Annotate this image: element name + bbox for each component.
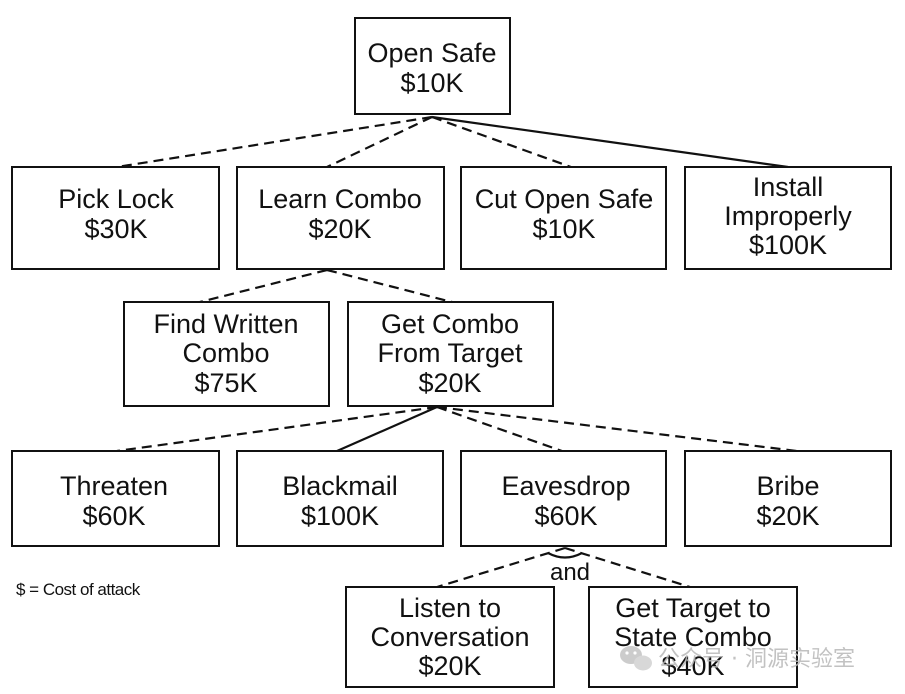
edge-get-combo-bribe (436, 405, 798, 453)
node-eavesdrop: Eavesdrop $60K (460, 450, 667, 547)
edge-open-safe-learn-combo (326, 116, 433, 168)
node-label: Get Combo (381, 309, 519, 339)
edge-open-safe-pick-lock (116, 115, 433, 169)
node-cost: $10K (400, 68, 463, 98)
node-get-target-to-state-combo: Get Target to State Combo $40K (588, 586, 798, 688)
node-cost: $100K (301, 501, 379, 531)
node-cost: $60K (82, 501, 145, 531)
node-cost: $30K (84, 214, 147, 244)
edge-open-safe-cut-open-safe (431, 115, 572, 169)
node-bribe: Bribe $20K (684, 450, 892, 547)
edge-get-combo-blackmail (336, 405, 438, 453)
node-label: State Combo (614, 622, 772, 652)
node-label: Get Target to (615, 593, 771, 623)
node-blackmail: Blackmail $100K (236, 450, 444, 547)
node-cost: $20K (756, 501, 819, 531)
node-label: Conversation (370, 622, 529, 652)
node-label: Combo (182, 338, 269, 368)
node-label: Improperly (724, 201, 852, 231)
node-label: Install (753, 172, 824, 202)
node-install-improperly: Install Improperly $100K (684, 166, 892, 270)
node-cost: $10K (532, 214, 595, 244)
edge-eavesdrop-get-target (564, 546, 691, 589)
edge-learn-combo-get-combo (326, 268, 453, 304)
edges (116, 115, 798, 589)
wechat-icon (620, 646, 652, 671)
node-get-combo-from-target: Get Combo From Target $20K (347, 301, 554, 407)
node-label: Open Safe (367, 38, 496, 68)
edge-learn-combo-find-written (199, 268, 328, 304)
and-arc (547, 552, 583, 559)
edge-open-safe-install-improperly (431, 115, 789, 169)
node-cost: $20K (418, 651, 481, 681)
node-threaten: Threaten $60K (11, 450, 220, 547)
edge-eavesdrop-listen (436, 546, 566, 589)
node-open-safe: Open Safe $10K (354, 17, 511, 115)
node-label: Bribe (756, 471, 819, 501)
node-cost: $40K (661, 651, 724, 681)
node-label: Learn Combo (258, 184, 422, 214)
node-cost: $20K (418, 368, 481, 398)
edge-get-combo-threaten (116, 405, 438, 453)
node-cost: $75K (194, 368, 257, 398)
node-label: Cut Open Safe (475, 184, 654, 214)
node-cut-open-safe: Cut Open Safe $10K (460, 166, 667, 270)
node-label: Eavesdrop (501, 471, 630, 501)
edge-get-combo-eavesdrop (436, 405, 563, 453)
node-cost: $20K (308, 214, 371, 244)
node-find-written-combo: Find Written Combo $75K (123, 301, 330, 407)
node-label: Threaten (60, 471, 168, 501)
node-label: Pick Lock (58, 184, 174, 214)
and-label: and (550, 559, 590, 586)
watermark-text: 公众号 · 洞源实验室 (658, 647, 855, 672)
node-label: Find Written (153, 309, 298, 339)
node-cost: $100K (749, 230, 827, 260)
node-label: Listen to (399, 593, 501, 623)
node-pick-lock: Pick Lock $30K (11, 166, 220, 270)
node-learn-combo: Learn Combo $20K (236, 166, 445, 270)
node-label: From Target (377, 338, 523, 368)
node-label: Blackmail (282, 471, 398, 501)
watermark: 公众号 · 洞源实验室 (620, 646, 855, 672)
node-cost: $60K (534, 501, 597, 531)
node-listen-to-conversation: Listen to Conversation $20K (345, 586, 555, 688)
cost-legend: $ = Cost of attack (16, 580, 141, 599)
